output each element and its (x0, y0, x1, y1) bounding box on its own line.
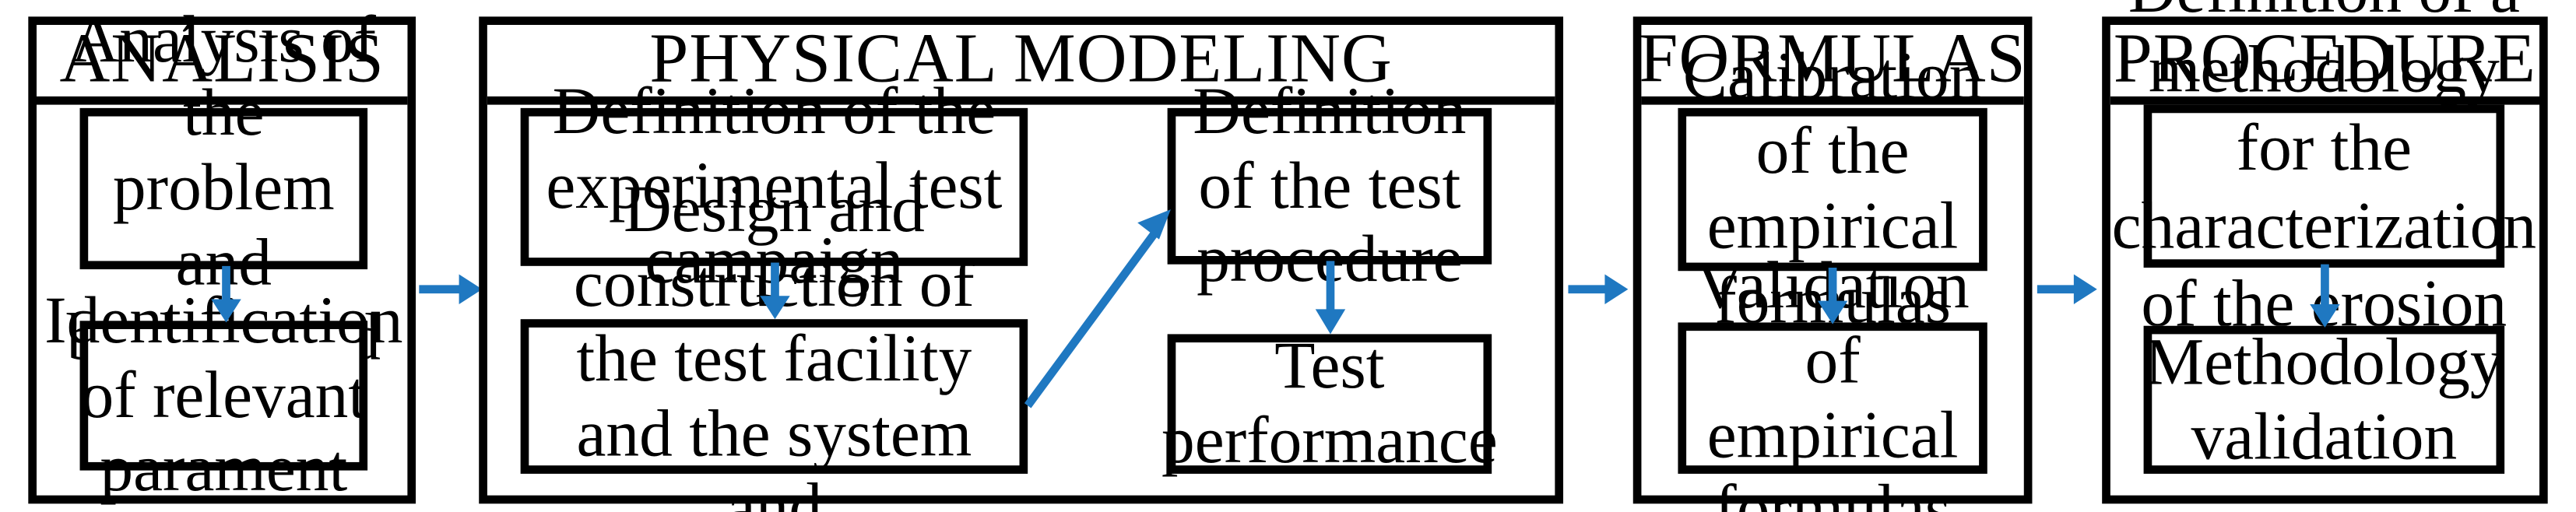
connector-formulas-to-procedure (2037, 274, 2097, 304)
connector-physical-to-formulas (1568, 274, 1629, 304)
node-label: Test performance (1161, 328, 1498, 478)
node-label: Identification of relevant parament (44, 282, 403, 507)
stage-header-procedure: PROCEDURE (2110, 22, 2540, 105)
node-calibration-formulas[interactable]: Calibration of the empirical formulas (1678, 39, 1987, 337)
node-validation-formulas[interactable]: Validation of empirical formulas (1678, 247, 1987, 512)
stage-header-formulas: FORMULAS (1639, 22, 2026, 105)
stage-header-label: PROCEDURE (2113, 22, 2536, 100)
node-design-construction[interactable]: Design and construction of the test faci… (520, 172, 1028, 512)
node-definition-methodology[interactable]: Definition of a methodology for the char… (2112, 0, 2537, 419)
stage-header-physical-modeling: PHYSICAL MODELING (487, 22, 1555, 105)
stage-header-label: ANÁLISIS (59, 22, 385, 100)
node-label: Definition of the test procedure (1193, 72, 1467, 297)
stage-header-label: PHYSICAL MODELING (649, 22, 1393, 100)
node-identification-parameters[interactable]: Identification of relevant parament (44, 282, 402, 506)
stage-header-label: FORMULAS (1639, 22, 2026, 100)
node-label: Definition of the experimental test camp… (546, 73, 1003, 298)
connector-analisis-to-physical (419, 274, 483, 304)
node-test-performance[interactable]: Test performance (1161, 328, 1498, 477)
node-methodology-validation[interactable]: Methodology validation (2143, 324, 2505, 474)
node-definition-test-procedure[interactable]: Definition of the test procedure (1167, 73, 1492, 296)
node-label: Validation of empirical formulas (1696, 247, 1970, 512)
node-label: Methodology validation (2145, 323, 2504, 473)
node-analysis-problem[interactable]: Analysis of the problem and background (67, 1, 381, 373)
node-label: Design and construction of the test faci… (573, 171, 975, 512)
node-definition-test-campaign[interactable]: Definition of the experimental test camp… (520, 74, 1028, 297)
stage-header-analisis: ANÁLISIS (36, 22, 408, 105)
